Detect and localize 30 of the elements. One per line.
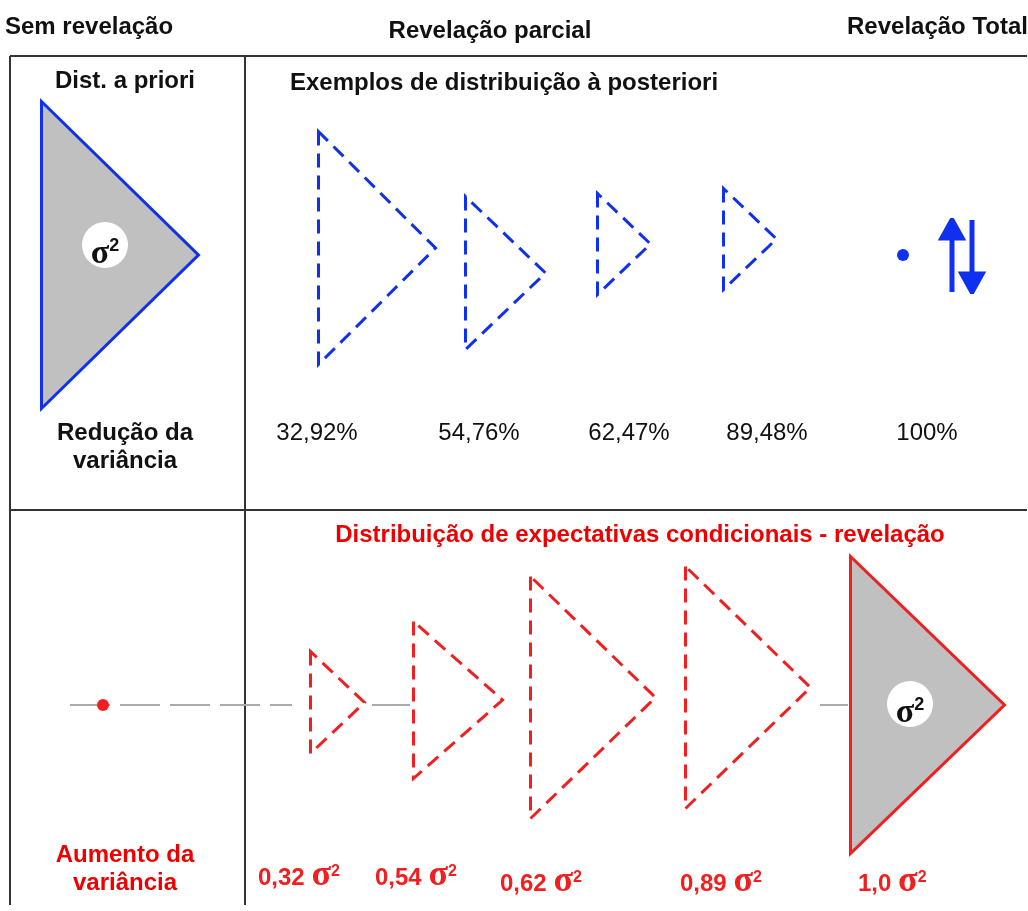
variance-value: 0,32 σ$^{2}$ bbox=[258, 852, 340, 894]
variance-reduction-value: 54,76% bbox=[437, 418, 521, 446]
distribution-triangle bbox=[722, 187, 778, 291]
variance-value: 1,0 σ$^{2}$ bbox=[858, 858, 927, 900]
distribution-triangle bbox=[309, 650, 366, 755]
distribution-triangle bbox=[464, 195, 547, 351]
variance-value: 0,62 σ$^{2}$ bbox=[500, 858, 582, 900]
section-heading: Exemplos de distribuição à posteriori bbox=[290, 68, 720, 96]
variance-reduction-value: 32,92% bbox=[275, 418, 359, 446]
distribution-triangle bbox=[684, 565, 812, 810]
variance-reduction-value: 62,47% bbox=[587, 418, 671, 446]
distribution-triangle bbox=[596, 192, 652, 296]
distribution-triangle bbox=[849, 555, 1006, 855]
point-marker bbox=[897, 249, 909, 261]
row-caption: Redução da variância bbox=[56, 418, 195, 474]
column-header: Sem revelação bbox=[5, 12, 175, 40]
distribution-triangle bbox=[529, 575, 657, 820]
column-header: Revelação parcial bbox=[387, 16, 593, 44]
column-header: Revelação Total bbox=[846, 12, 1028, 40]
variance-value: 0,89 σ$^{2}$ bbox=[680, 858, 762, 900]
distribution-triangle bbox=[40, 100, 200, 410]
distribution-triangle bbox=[412, 620, 504, 780]
distribution-triangle bbox=[317, 130, 437, 366]
section-heading: Dist. a priori bbox=[54, 66, 196, 94]
row-caption: Aumento da variância bbox=[54, 840, 196, 896]
variance-reduction-value: 89,48% bbox=[725, 418, 809, 446]
variance-reduction-value: 100% bbox=[895, 418, 959, 446]
point-marker bbox=[97, 699, 109, 711]
section-heading: Distribuição de expectativas condicionais - revelação bbox=[334, 520, 946, 548]
variance-value: 0,54 σ$^{2}$ bbox=[375, 852, 457, 894]
